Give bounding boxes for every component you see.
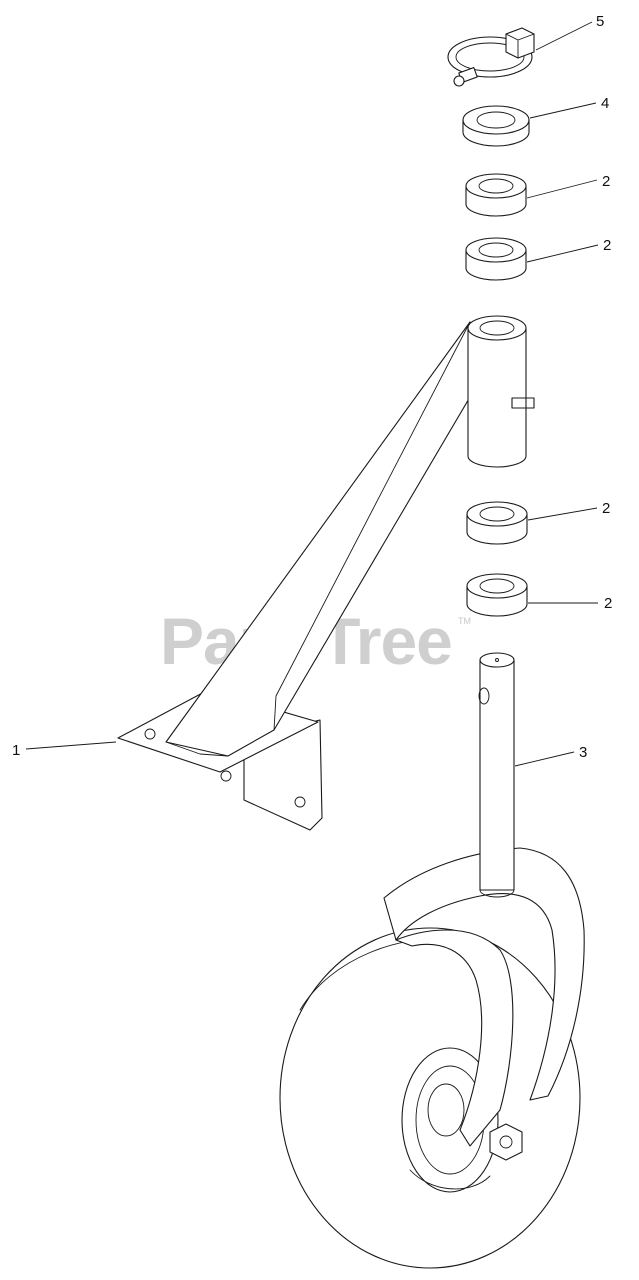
part-5-hitch-pin[interactable] — [447, 27, 535, 87]
callout-2c-label: 2 — [602, 500, 610, 517]
callout-5-label: 5 — [596, 13, 604, 30]
part-2-bushing-b[interactable] — [465, 237, 527, 281]
callout-4[interactable]: 4 — [529, 95, 609, 119]
part-4-washer[interactable] — [462, 105, 530, 147]
watermark-trademark: TM — [458, 616, 471, 626]
callout-3-label: 3 — [579, 744, 587, 761]
part-2-bushing-a[interactable] — [465, 173, 527, 217]
callout-1-label: 1 — [12, 742, 20, 759]
part-3-caster-wheel[interactable] — [279, 652, 585, 1269]
callout-2a-label: 2 — [602, 173, 610, 190]
callout-2d[interactable]: 2 — [528, 595, 612, 612]
callout-2c[interactable]: 2 — [527, 500, 610, 521]
callout-2b[interactable]: 2 — [526, 237, 611, 263]
callout-5[interactable]: 5 — [535, 13, 604, 51]
callout-2a[interactable]: 2 — [526, 173, 610, 199]
part-1-caster-arm[interactable] — [117, 315, 535, 831]
callout-1[interactable]: 1 — [12, 741, 117, 759]
callout-4-label: 4 — [601, 95, 609, 112]
callout-3[interactable]: 3 — [514, 744, 587, 767]
part-2-bushing-d[interactable] — [466, 573, 528, 617]
callout-2d-label: 2 — [604, 595, 612, 612]
callouts: 5 4 2 2 2 2 3 1 — [12, 13, 612, 767]
part-2-bushing-c[interactable] — [466, 501, 528, 545]
callout-2b-label: 2 — [603, 237, 611, 254]
